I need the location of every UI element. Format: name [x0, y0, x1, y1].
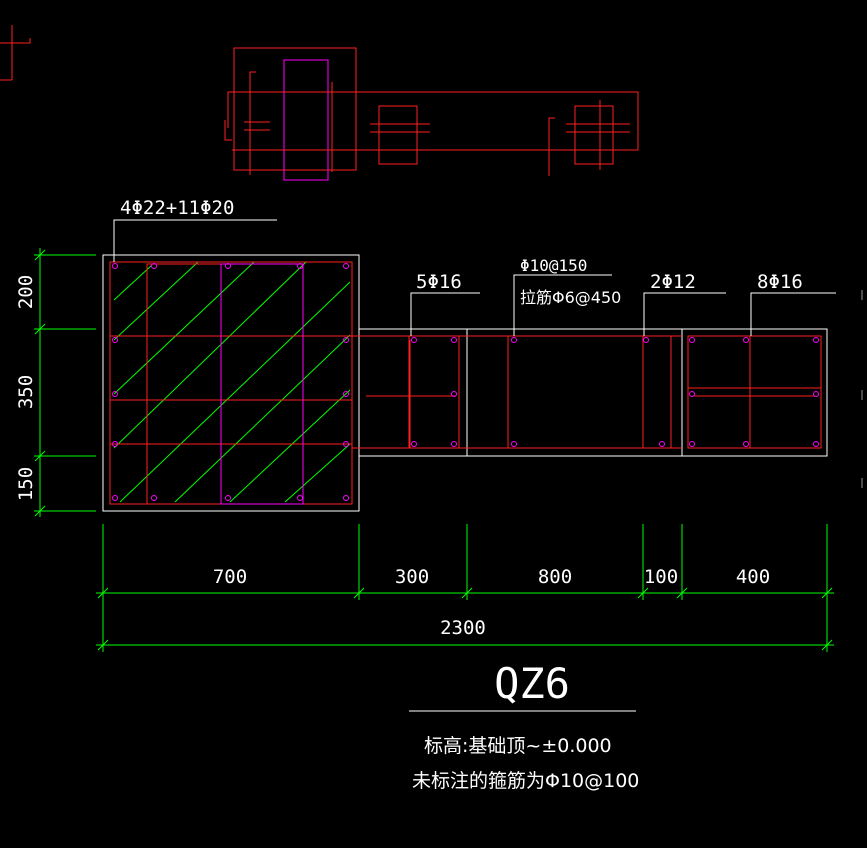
- section-outline: [102, 254, 828, 512]
- note-default-stirrup: 未标注的箍筋为Φ10@100: [412, 770, 639, 792]
- dim-v-1: 200: [15, 275, 37, 309]
- dim-h-1: 700: [213, 566, 247, 588]
- label-web-tie: 拉筋Φ6@450: [520, 288, 621, 307]
- column-hatch: [113, 261, 351, 503]
- top-detail-sketch: [224, 47, 639, 181]
- label-end-bars: 8Φ16: [757, 271, 803, 293]
- rebar-stirrups: [109, 261, 822, 505]
- dim-total: 2300: [440, 617, 486, 639]
- label-web-bars: 2Φ12: [650, 271, 696, 293]
- vertical-dimension-lines: [34, 248, 96, 517]
- rebar-dots: [112, 263, 819, 501]
- label-main-corner: 4Φ22+11Φ20: [120, 197, 234, 219]
- note-elevation: 标高:基础顶~±0.000: [424, 735, 612, 757]
- tie-bars: [220, 263, 304, 505]
- dim-h-4: 100: [644, 566, 678, 588]
- dim-h-2: 300: [395, 566, 429, 588]
- label-web-stirrup: Φ10@150: [520, 256, 587, 275]
- dim-v-2: 350: [15, 375, 37, 409]
- dim-h-5: 400: [736, 566, 770, 588]
- label-seg1: 5Φ16: [416, 271, 462, 293]
- drawing-title: QZ6: [494, 659, 570, 708]
- dim-h-3: 800: [538, 566, 572, 588]
- edge-fragment-left: [0, 25, 31, 81]
- horizontal-dimension-lines: [96, 524, 834, 652]
- dim-v-3: 150: [15, 467, 37, 501]
- label-leaders: [113, 219, 836, 336]
